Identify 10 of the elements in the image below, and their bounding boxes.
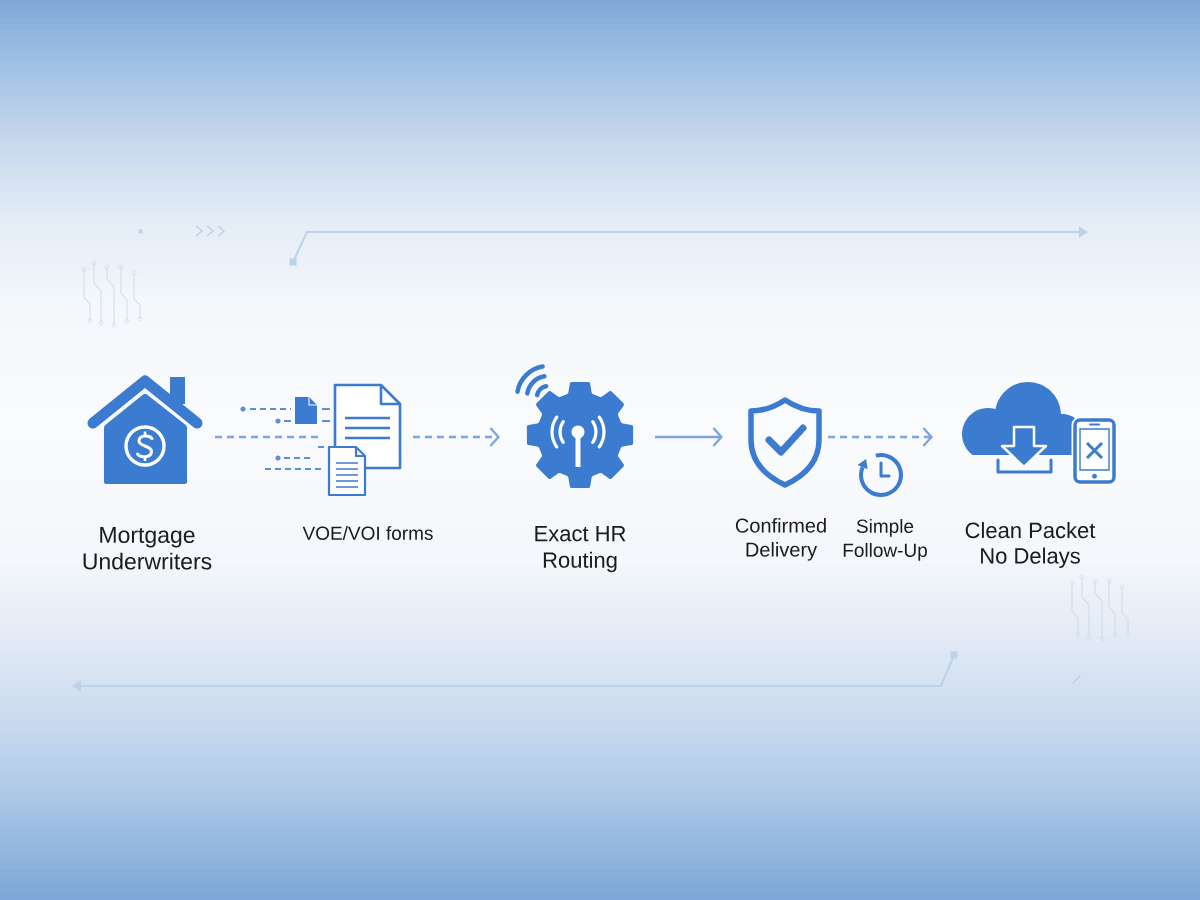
arrow (828, 427, 933, 447)
node-label: Exact HR Routing (535, 526, 626, 573)
node-label: Confirmed Delivery (735, 518, 826, 561)
node-label: VOE/VOI forms (302, 526, 433, 540)
arrow (413, 427, 500, 447)
arrow (655, 427, 723, 447)
connector-line (215, 435, 318, 439)
node-label: Clean Packet No Delays (965, 522, 1096, 568)
node-label: Simple Follow-Up (843, 519, 927, 561)
node-label: Mortgage Underwriters (83, 527, 212, 570)
